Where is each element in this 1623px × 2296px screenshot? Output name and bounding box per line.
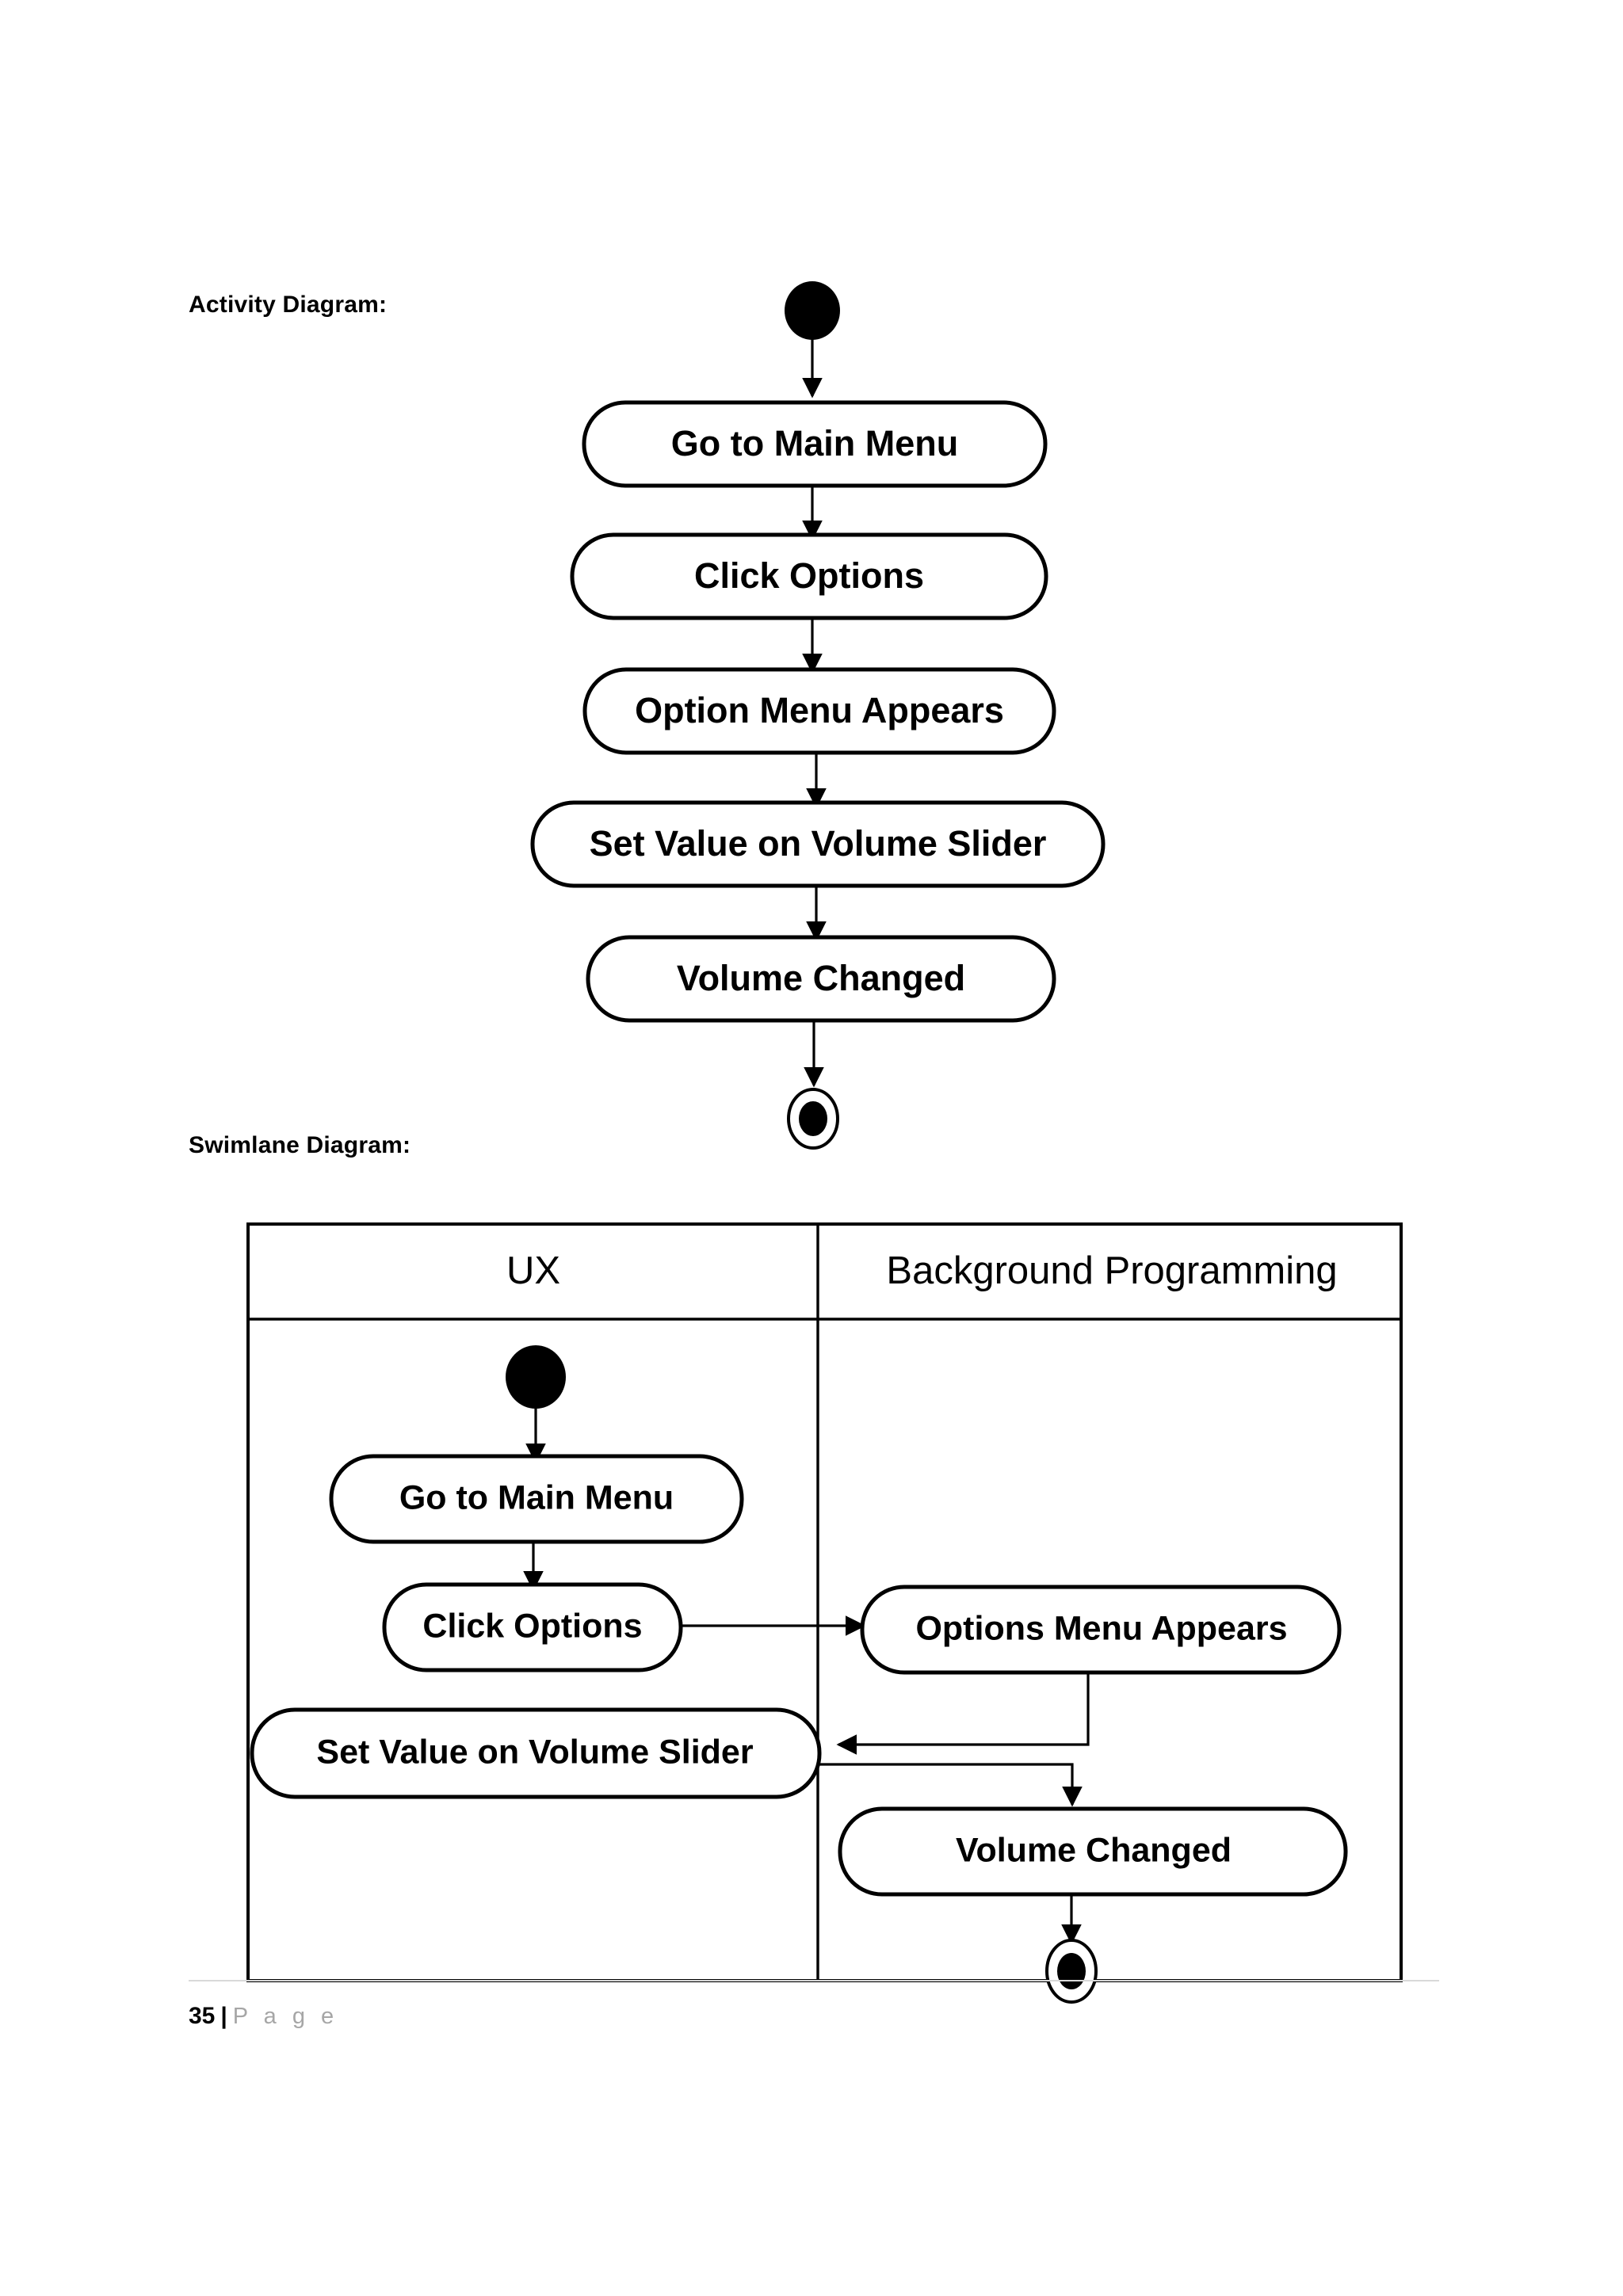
swimlane-node-set-value-on-volume-slider[interactable]: Set Value on Volume Slider bbox=[250, 1707, 822, 1799]
activity-node-volume-changed[interactable]: Volume Changed bbox=[586, 935, 1056, 1023]
activity-node-go-to-main-menu[interactable]: Go to Main Menu bbox=[582, 400, 1048, 488]
swimlane-edge-options-menu-appears-to-set-value bbox=[836, 1672, 1090, 1755]
activity-node-label: Go to Main Menu bbox=[671, 423, 958, 463]
activity-node-click-options[interactable]: Click Options bbox=[570, 532, 1048, 620]
footer-separator: | bbox=[220, 2003, 227, 2029]
swimlane-header-ux: UX bbox=[506, 1249, 560, 1292]
activity-diagram: Go to Main Menu Click Options Option Men… bbox=[530, 281, 1106, 1150]
activity-node-option-menu-appears[interactable]: Option Menu Appears bbox=[582, 667, 1056, 755]
swimlane-node-volume-changed[interactable]: Volume Changed bbox=[838, 1806, 1348, 1897]
swimlane-initial-node bbox=[506, 1345, 566, 1409]
activity-node-set-value-on-volume-slider[interactable]: Set Value on Volume Slider bbox=[530, 800, 1106, 888]
swimlane-node-label: Click Options bbox=[422, 1607, 642, 1645]
activity-initial-node bbox=[785, 281, 840, 340]
footer-page-number: 35 bbox=[189, 2003, 216, 2029]
swimlane-node-options-menu-appears[interactable]: Options Menu Appears bbox=[860, 1585, 1342, 1675]
swimlane-header-background-programming: Background Programming bbox=[886, 1249, 1337, 1292]
swimlane-node-label: Set Value on Volume Slider bbox=[316, 1733, 753, 1771]
swimlane-node-click-options[interactable]: Click Options bbox=[382, 1582, 683, 1672]
swimlane-node-label: Volume Changed bbox=[956, 1831, 1232, 1869]
activity-diagram-label: Activity Diagram: bbox=[189, 292, 388, 318]
swimlane-final-node bbox=[1045, 1939, 1098, 2004]
page-footer: 35 | P a g e bbox=[189, 2003, 338, 2030]
activity-node-label: Option Menu Appears bbox=[635, 690, 1004, 730]
activity-final-node bbox=[787, 1088, 839, 1150]
footer-divider bbox=[189, 1980, 1439, 1981]
activity-node-label: Click Options bbox=[694, 555, 924, 596]
activity-node-label: Set Value on Volume Slider bbox=[590, 823, 1047, 864]
swimlane-node-go-to-main-menu[interactable]: Go to Main Menu bbox=[329, 1454, 744, 1544]
swimlane-diagram-label: Swimlane Diagram: bbox=[189, 1132, 411, 1158]
swimlane-edge-set-value-to-volume-changed bbox=[819, 1763, 1083, 1807]
footer-page-word: P a g e bbox=[232, 2004, 339, 2029]
swimlane-node-label: Options Menu Appears bbox=[915, 1609, 1287, 1647]
swimlane-node-label: Go to Main Menu bbox=[399, 1478, 674, 1516]
activity-node-label: Volume Changed bbox=[677, 958, 965, 998]
